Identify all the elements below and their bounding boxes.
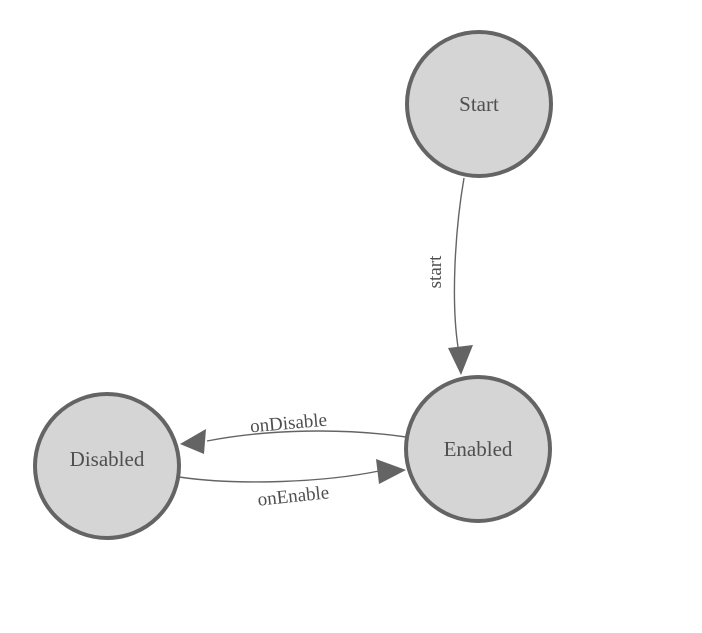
edge-disabled-to-enabled: onEnable bbox=[178, 459, 406, 511]
state-circle-disabled[interactable] bbox=[33, 392, 181, 540]
state-label-start: Start bbox=[459, 92, 499, 116]
edge-enabled-to-disabled: onDisable bbox=[180, 410, 407, 454]
arrowhead-start-to-enabled bbox=[448, 345, 473, 375]
state-node-disabled[interactable]: Disabled bbox=[33, 392, 181, 540]
edge-path-start-to-enabled bbox=[453, 177, 465, 348]
state-node-start[interactable]: Start bbox=[405, 30, 553, 178]
state-circle-start[interactable] bbox=[405, 30, 553, 178]
arrowhead-disabled-to-enabled bbox=[376, 459, 406, 484]
edge-label-onenable: onEnable bbox=[257, 482, 331, 510]
arrowhead-enabled-to-disabled bbox=[180, 429, 206, 454]
edge-path-enabled-to-disabled bbox=[206, 430, 407, 442]
edge-path-disabled-to-enabled bbox=[178, 470, 380, 483]
edge-start-to-enabled: start bbox=[425, 177, 473, 375]
state-label-disabled: Disabled bbox=[70, 447, 145, 471]
edge-label-ondisable: onDisable bbox=[249, 410, 328, 438]
state-node-enabled[interactable]: Enabled bbox=[404, 375, 552, 523]
state-circle-enabled[interactable] bbox=[404, 375, 552, 523]
state-label-enabled: Enabled bbox=[444, 437, 513, 461]
edge-label-start: start bbox=[425, 255, 446, 288]
